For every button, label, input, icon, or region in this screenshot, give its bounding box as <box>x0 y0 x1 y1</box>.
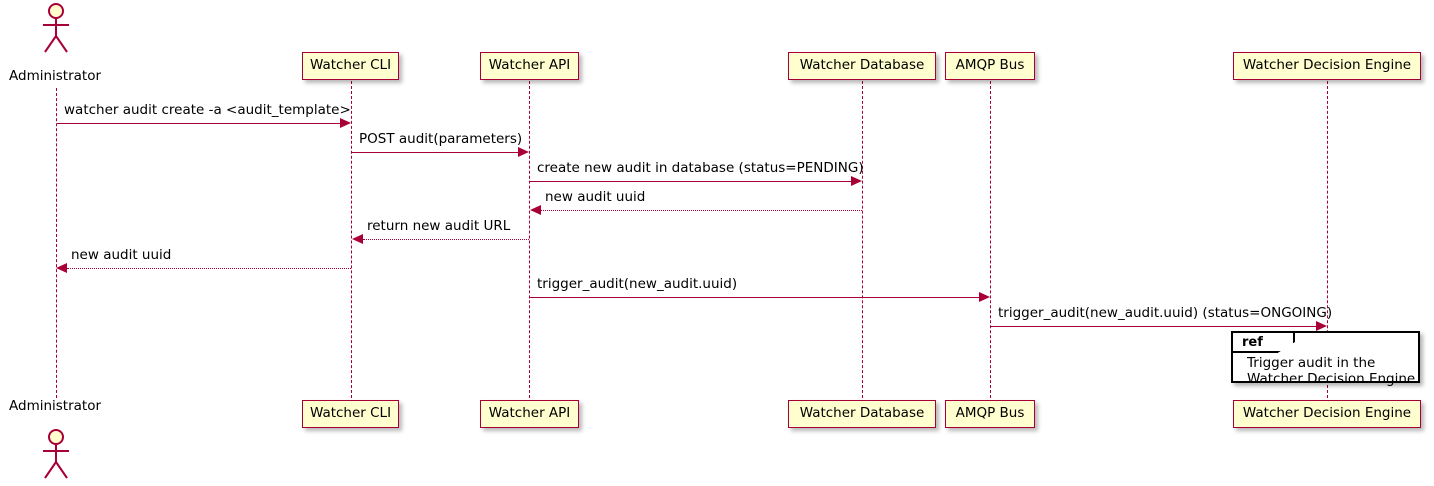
participant-watcher-api-bottom[interactable]: Watcher API <box>480 400 579 428</box>
actor-label-top: Administrator <box>9 68 102 84</box>
lifeline-administrator <box>56 88 57 398</box>
participant-label: AMQP Bus <box>955 57 1025 74</box>
lifeline-watcher-cli <box>351 81 352 398</box>
ref-fragment-body: Trigger audit in the Watcher Decision En… <box>1247 355 1416 387</box>
message-arrow-1 <box>57 123 340 124</box>
message-arrow-3 <box>530 181 851 182</box>
participant-label: Watcher Decision Engine <box>1242 405 1412 422</box>
message-arrowhead-1 <box>340 118 351 128</box>
actor-administrator-bottom <box>26 428 86 480</box>
actor-icon <box>43 3 69 53</box>
participant-watcher-cli-bottom[interactable]: Watcher CLI <box>302 400 399 428</box>
message-label-5: return new audit URL <box>367 218 511 234</box>
message-arrowhead-7 <box>979 292 990 302</box>
message-arrow-8 <box>991 326 1316 327</box>
ref-fragment: ref Trigger audit in the Watcher Decisio… <box>1231 331 1420 387</box>
message-arrow-5 <box>363 239 529 240</box>
message-label-7: trigger_audit(new_audit.uuid) <box>537 276 738 292</box>
message-arrowhead-4 <box>530 205 541 215</box>
message-arrow-7 <box>530 297 979 298</box>
participant-watcher-decision-engine-bottom[interactable]: Watcher Decision Engine <box>1233 400 1421 428</box>
message-arrowhead-8 <box>1316 321 1327 331</box>
lifeline-watcher-database <box>862 81 863 398</box>
actor-icon <box>43 429 69 479</box>
lifeline-amqp-bus <box>990 81 991 398</box>
lifeline-watcher-api <box>529 81 530 398</box>
participant-watcher-cli-top[interactable]: Watcher CLI <box>302 52 399 80</box>
message-arrowhead-5 <box>352 234 363 244</box>
lifeline-watcher-decision-engine <box>1327 81 1328 398</box>
message-arrow-6 <box>67 268 351 269</box>
participant-amqp-bus-bottom[interactable]: AMQP Bus <box>945 400 1035 428</box>
participant-watcher-database-top[interactable]: Watcher Database <box>788 52 936 80</box>
participant-label: Watcher Decision Engine <box>1242 57 1412 74</box>
participant-label: AMQP Bus <box>955 405 1025 422</box>
message-label-2: POST audit(parameters) <box>359 131 523 147</box>
actor-label-bottom: Administrator <box>9 398 102 414</box>
participant-label: Watcher Database <box>799 57 925 74</box>
message-label-3: create new audit in database (status=PEN… <box>537 160 864 176</box>
participant-label: Watcher CLI <box>309 405 392 422</box>
message-label-1: watcher audit create -a <audit_template> <box>64 102 351 118</box>
participant-label: Watcher API <box>488 405 571 422</box>
participant-watcher-api-top[interactable]: Watcher API <box>480 52 579 80</box>
participant-watcher-database-bottom[interactable]: Watcher Database <box>788 400 936 428</box>
message-arrow-2 <box>352 152 518 153</box>
message-label-4: new audit uuid <box>545 189 646 205</box>
participant-label: Watcher API <box>488 57 571 74</box>
message-label-8: trigger_audit(new_audit.uuid) (status=ON… <box>998 305 1333 321</box>
actor-administrator-top <box>26 2 86 54</box>
message-arrowhead-2 <box>518 147 529 157</box>
ref-fragment-tab-label: ref <box>1242 335 1263 350</box>
message-label-6: new audit uuid <box>71 247 172 263</box>
participant-watcher-decision-engine-top[interactable]: Watcher Decision Engine <box>1233 52 1421 80</box>
participant-label: Watcher Database <box>799 405 925 422</box>
participant-label: Watcher CLI <box>309 57 392 74</box>
message-arrowhead-6 <box>56 263 67 273</box>
message-arrowhead-3 <box>851 176 862 186</box>
participant-amqp-bus-top[interactable]: AMQP Bus <box>945 52 1035 80</box>
message-arrow-4 <box>541 210 862 211</box>
